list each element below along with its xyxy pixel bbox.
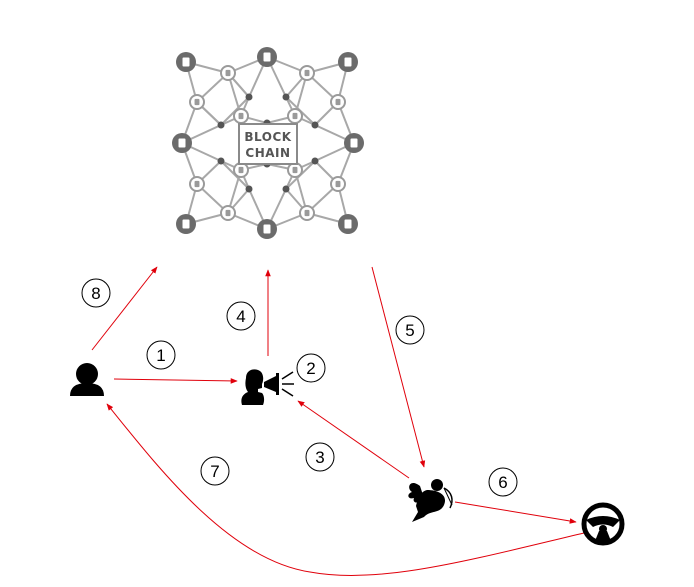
network-node — [311, 121, 319, 129]
network-node — [330, 94, 346, 110]
arrow-step-3 — [297, 400, 410, 479]
blockchain-label-box — [238, 123, 298, 165]
arrow-step-1 — [113, 378, 238, 384]
step-1-circle — [146, 340, 176, 370]
step-4-label: 4 — [236, 307, 245, 326]
cupid-icon — [408, 479, 453, 522]
network-node — [330, 176, 346, 192]
user-icon — [70, 363, 104, 396]
network-node — [287, 162, 303, 178]
network-node — [217, 121, 225, 129]
network-node — [220, 205, 236, 221]
network-node — [282, 93, 290, 101]
network-node — [176, 52, 196, 72]
network-node — [257, 219, 277, 239]
blockchain-network-icon: BLOCK CHAIN — [172, 47, 364, 239]
network-node — [217, 157, 225, 165]
step-7-label: 7 — [210, 462, 219, 481]
network-node — [245, 185, 253, 193]
arrow-step-6 — [454, 501, 577, 524]
network-node — [338, 52, 358, 72]
arrow-step-7 — [106, 403, 585, 577]
network-node — [344, 133, 364, 153]
network-node — [189, 94, 205, 110]
step-4-circle — [226, 301, 256, 331]
network-node — [233, 162, 249, 178]
network-node — [172, 133, 192, 153]
network-node — [299, 65, 315, 81]
network-node — [299, 205, 315, 221]
step-3-label: 3 — [315, 448, 324, 467]
network-node — [338, 214, 358, 234]
step-6-label: 6 — [498, 473, 507, 492]
step-5-label: 5 — [405, 321, 414, 340]
network-node — [287, 108, 303, 124]
step-2-label: 2 — [306, 359, 315, 378]
network-node — [176, 214, 196, 234]
step-5-circle — [395, 315, 425, 345]
arrow-step-8 — [91, 266, 158, 351]
blockchain-label-line2: CHAIN — [245, 146, 290, 160]
steering-wheel-icon — [581, 502, 625, 546]
network-node — [245, 93, 253, 101]
megaphone-speaker-icon — [241, 369, 294, 405]
step-1-label: 1 — [156, 346, 165, 365]
network-node — [233, 108, 249, 124]
network-node — [311, 157, 319, 165]
step-2-circle — [296, 353, 326, 383]
blockchain-label-line1: BLOCK — [244, 130, 291, 144]
network-node — [282, 185, 290, 193]
step-3-circle — [305, 442, 335, 472]
arrow-step-5 — [371, 266, 426, 468]
network-node — [189, 176, 205, 192]
step-6-circle — [488, 467, 518, 497]
step-8-label: 8 — [91, 284, 100, 303]
network-node — [220, 65, 236, 81]
step-8-circle — [81, 278, 111, 308]
step-7-circle — [200, 456, 230, 486]
network-node — [257, 47, 277, 67]
